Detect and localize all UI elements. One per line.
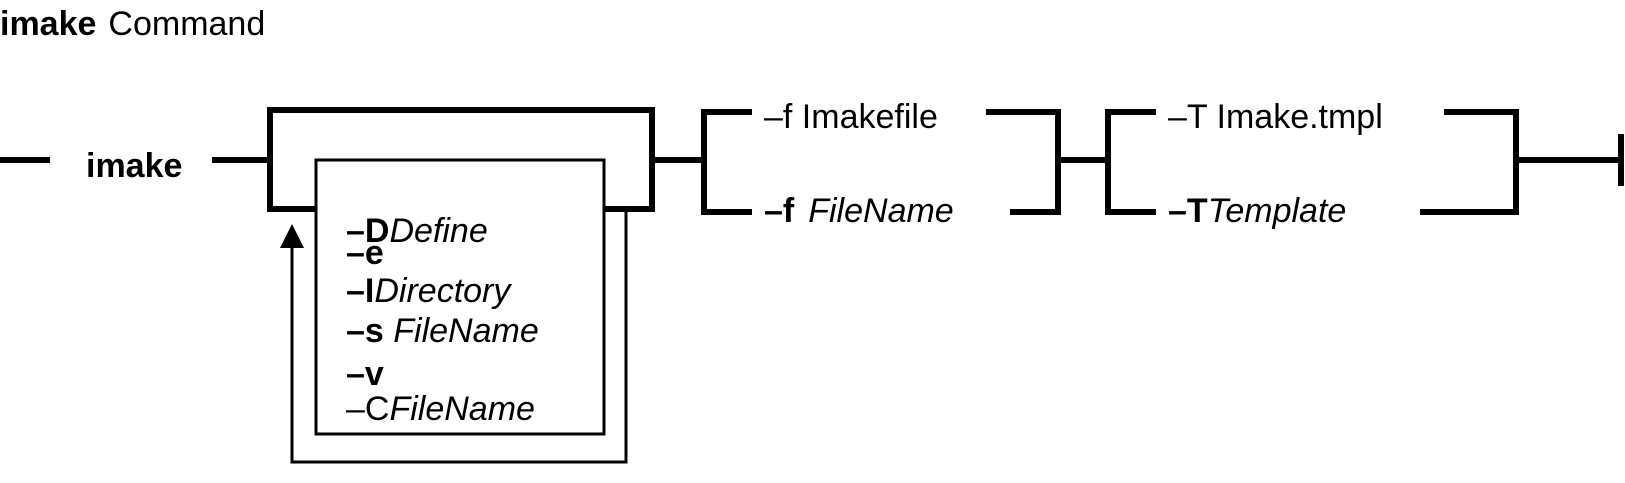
template-alt-tail	[1420, 158, 1519, 215]
imakefile-default-tail	[986, 109, 1061, 162]
option-c: –CFileName	[346, 390, 535, 428]
imakefile-alt-tail	[1010, 158, 1061, 215]
repeat-loop-line	[290, 209, 628, 464]
command-name: imake	[86, 147, 182, 185]
template-alt: –TTemplate	[1168, 192, 1346, 230]
options-box	[314, 158, 606, 436]
option-e: –e	[346, 234, 384, 272]
bypass-bracket	[267, 107, 655, 162]
option-v: –v	[346, 355, 384, 393]
template-default-tail	[1444, 109, 1519, 162]
repeat-arrowhead	[280, 224, 304, 248]
imakefile-default: –f Imakefile	[764, 98, 938, 136]
template-default: –T Imake.tmpl	[1168, 98, 1383, 136]
options-exit-line	[604, 158, 655, 212]
page-title: imake Command	[0, 4, 265, 44]
option-directory: –IDirectory	[346, 272, 512, 310]
title-suffix: Command	[108, 5, 266, 43]
template-bracket-left	[1105, 109, 1156, 215]
title-command: imake	[0, 5, 97, 43]
imakefile-bracket-left	[701, 109, 752, 215]
options-entry-line	[267, 158, 316, 212]
option-define: –DDefine	[346, 212, 488, 250]
option-s: –s FileName	[346, 312, 539, 350]
